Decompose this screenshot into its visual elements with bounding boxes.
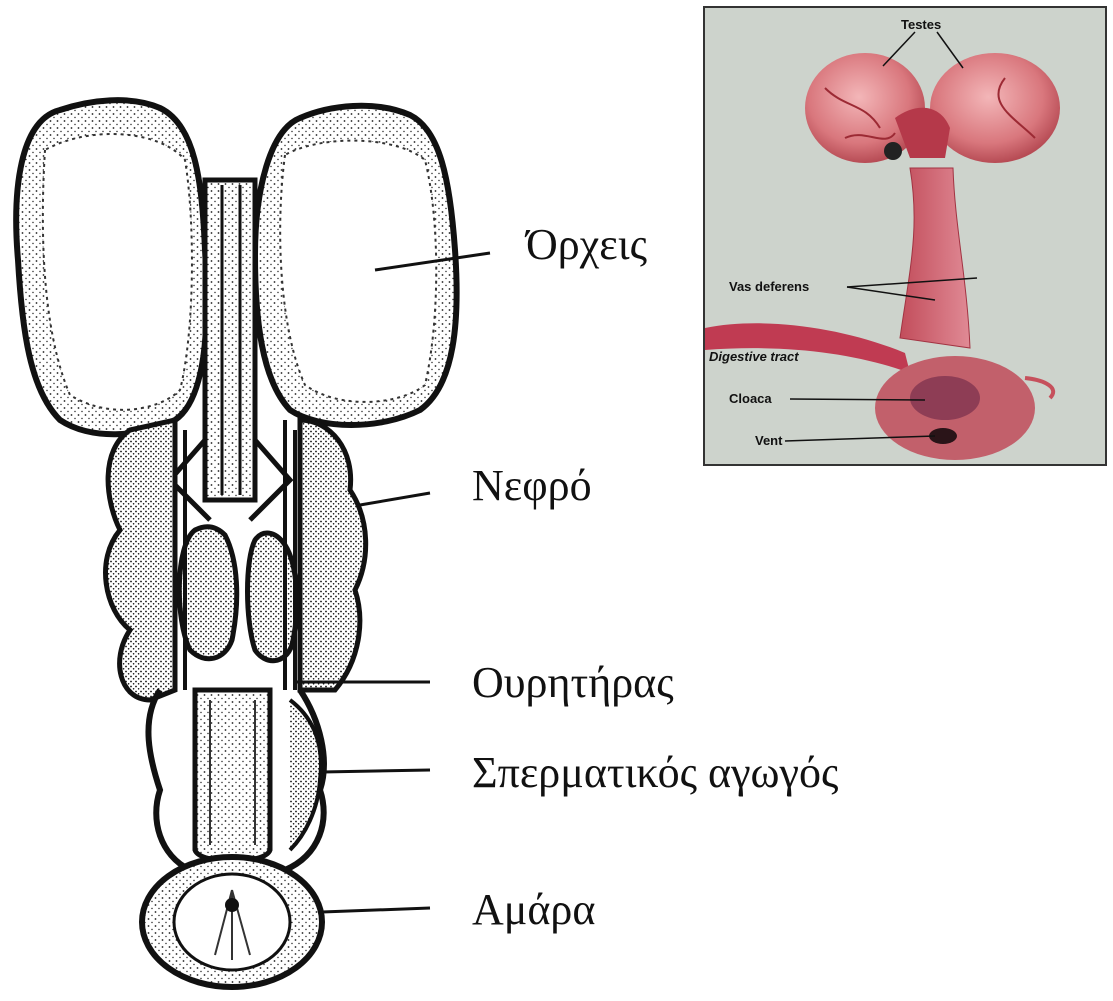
label-nefro: Νεφρό <box>472 464 592 508</box>
label-orcheis: Όρχεις <box>526 223 647 267</box>
cloaca <box>142 857 322 987</box>
photo-label-digestive-tract: Digestive tract <box>709 350 799 363</box>
photo-label-cloaca: Cloaca <box>729 392 772 405</box>
left-testis <box>16 100 206 434</box>
leader-nefro <box>360 493 430 505</box>
specimen-photo: Testes Vas deferens Digestive tract Cloa… <box>703 6 1107 466</box>
photo-label-vas-deferens: Vas deferens <box>729 280 809 293</box>
rectum <box>195 690 270 861</box>
photo-label-testes: Testes <box>901 18 941 31</box>
photo-label-vent: Vent <box>755 434 782 447</box>
photo-right-testis <box>930 53 1060 163</box>
right-kidney <box>248 420 366 690</box>
label-spermatikos-agogos: Σπερματικός αγωγός <box>472 751 838 795</box>
label-ouritiras: Ουρητήρας <box>472 661 674 705</box>
leader-spermatikos <box>322 770 430 772</box>
leader-amara <box>322 908 430 912</box>
label-amara: Αμάρα <box>472 888 595 932</box>
right-testis <box>255 106 457 425</box>
